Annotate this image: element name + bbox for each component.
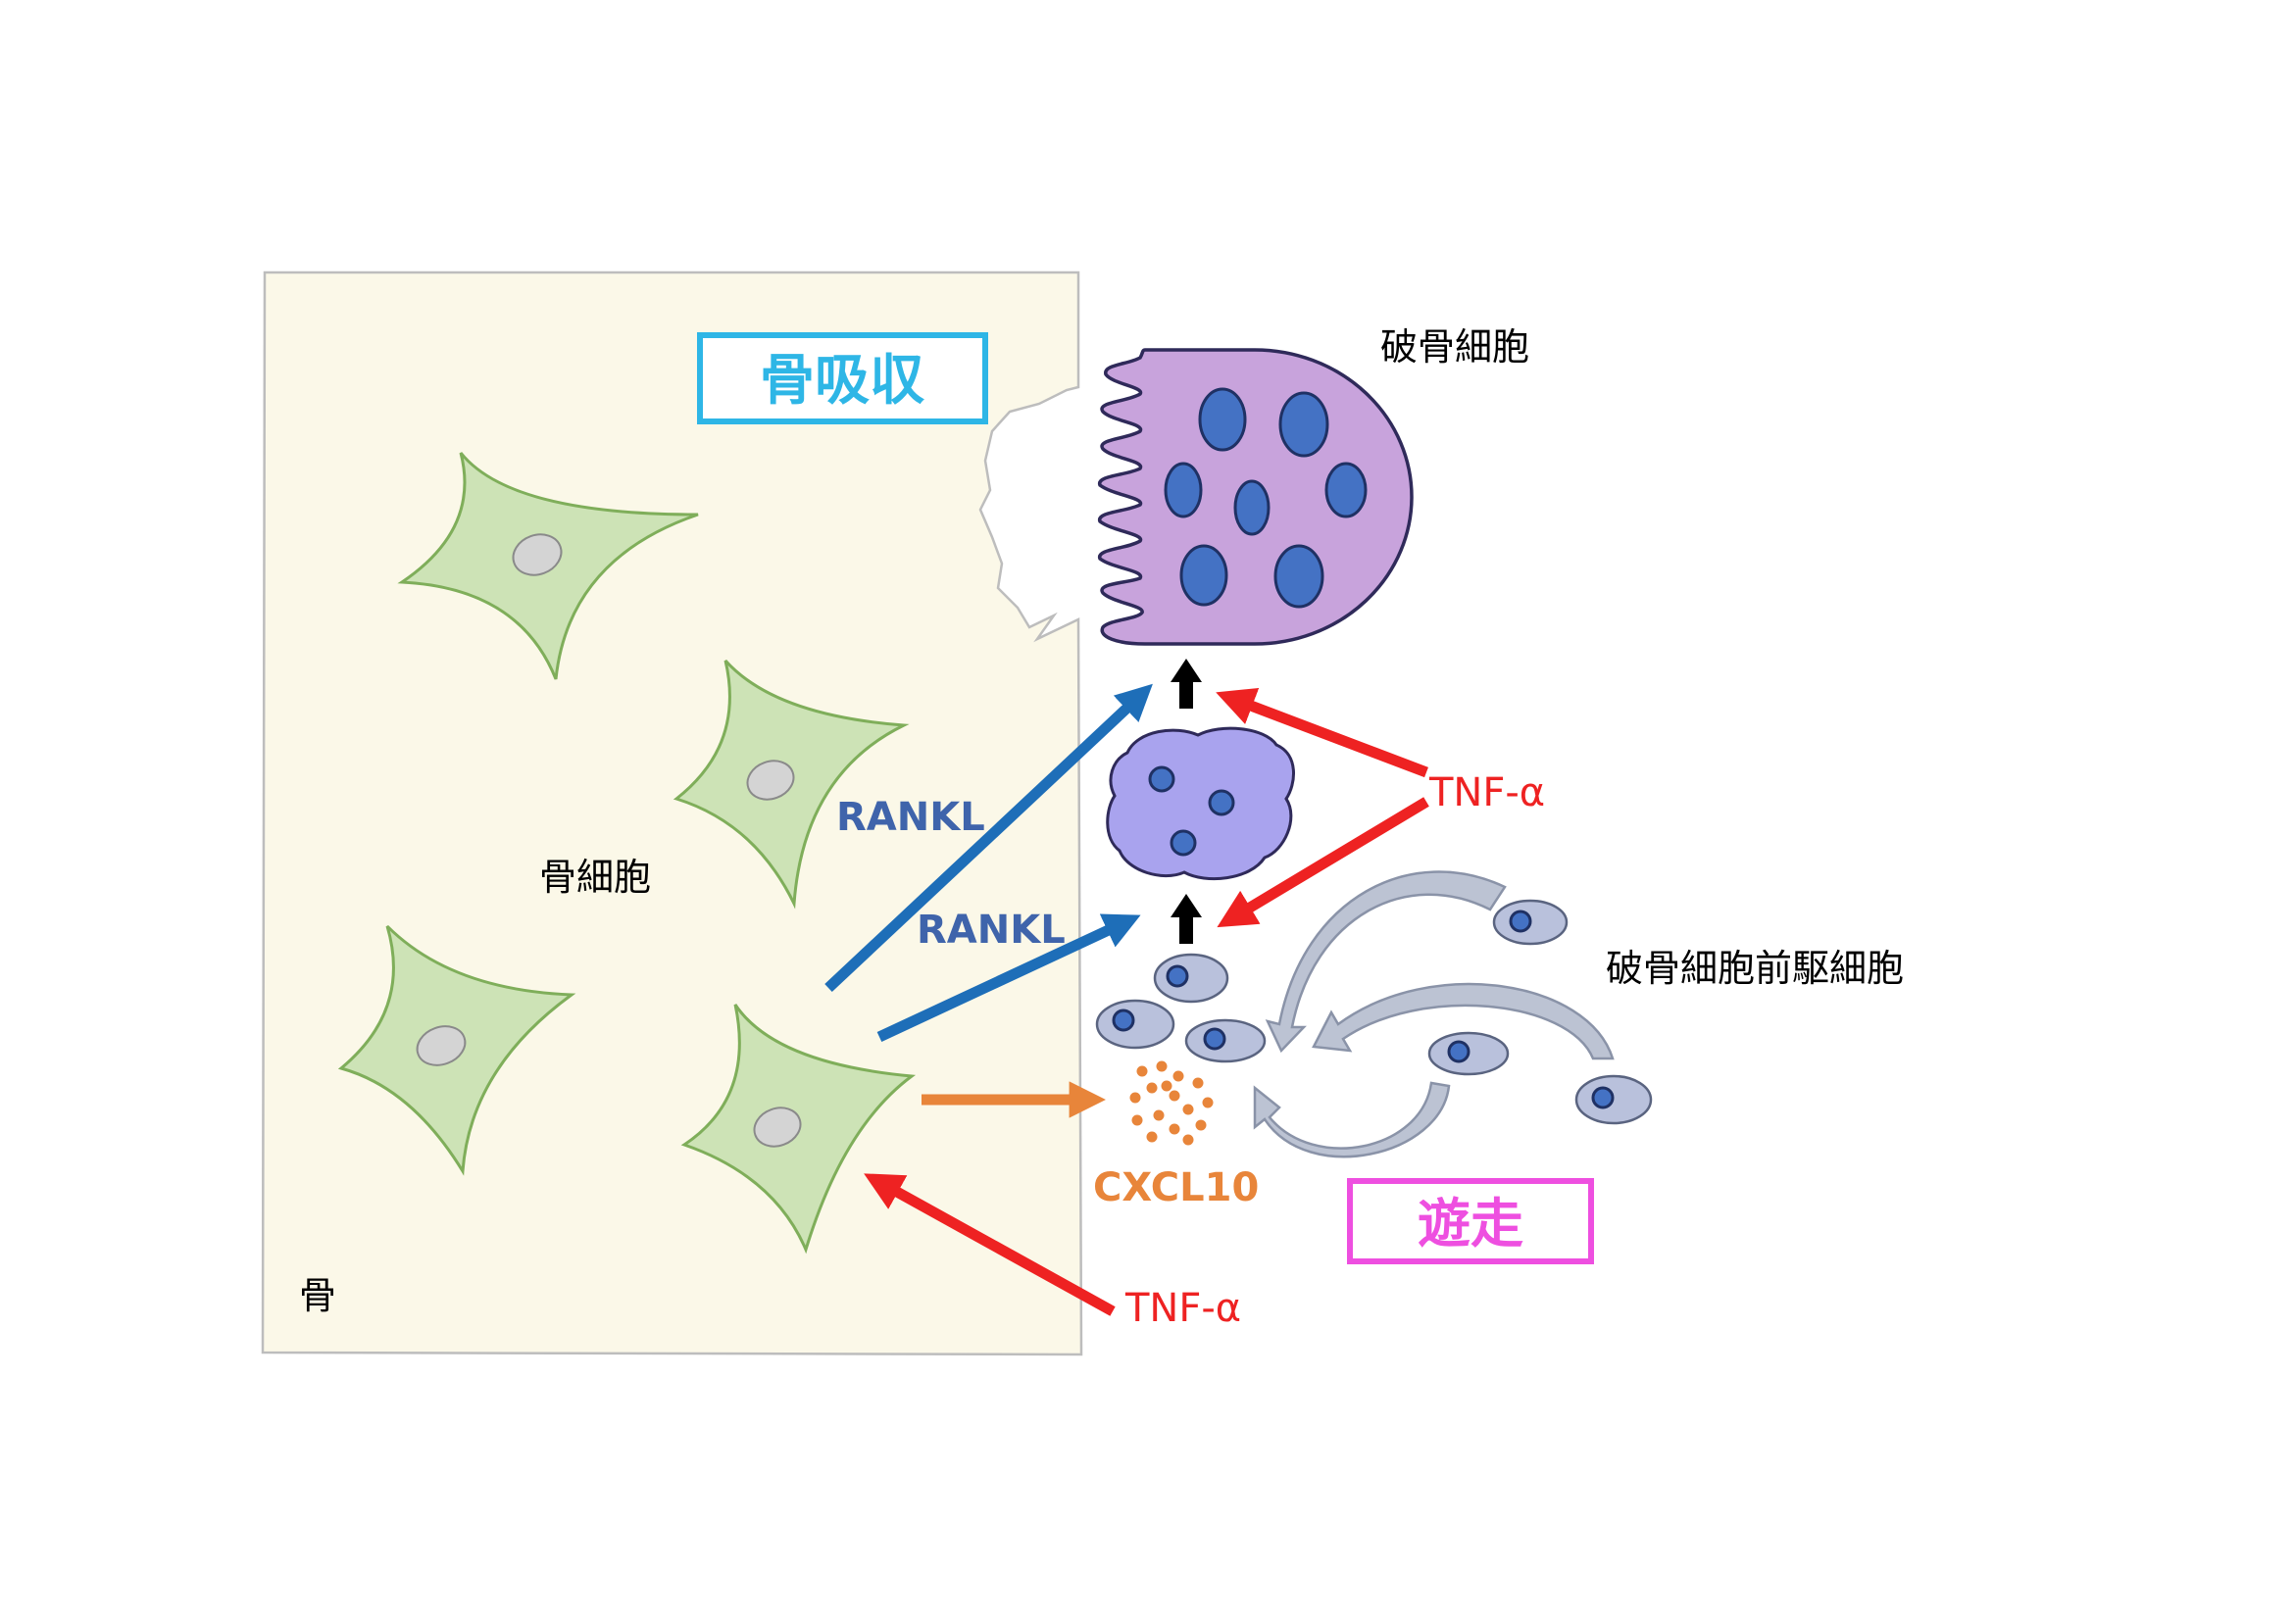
osteocyte-label: 骨細胞 <box>539 856 651 899</box>
bone-resorption-label: 骨吸収 <box>760 349 924 413</box>
migration-arrow <box>1265 870 1507 1054</box>
migration-label: 遊走 <box>1418 1193 1523 1255</box>
osteocyte-cell <box>673 660 910 910</box>
rankl-label: RANKL <box>836 795 985 840</box>
precursor-cell <box>1427 1031 1510 1076</box>
precursor-cell <box>1095 999 1175 1050</box>
osteocyte-cell <box>397 452 699 680</box>
tnf-label: TNF-α <box>1428 770 1545 815</box>
premature-osteoclast-cell <box>1106 726 1296 881</box>
osteoclast-cell <box>1098 348 1414 646</box>
migration-arrow <box>1253 1081 1451 1158</box>
differentiation-arrow <box>1171 894 1202 944</box>
migration-box <box>1347 1178 1594 1264</box>
tnf-label: TNF-α <box>1124 1286 1241 1331</box>
cxcl10-label: CXCL10 <box>1093 1165 1259 1210</box>
osteocyte-cell <box>680 1004 917 1255</box>
migration-arrow <box>1312 982 1615 1060</box>
rankl-arrow <box>824 683 1153 993</box>
differentiation-arrow <box>1171 659 1202 709</box>
precursor-cell <box>1492 899 1569 946</box>
tnf-arrow <box>1216 687 1428 778</box>
osteoclast-label: 破骨細胞 <box>1380 325 1529 369</box>
tnf-arrow <box>864 1173 1116 1316</box>
bone-label: 骨 <box>299 1274 336 1317</box>
precursor-cell <box>1184 1018 1267 1063</box>
rankl-arrow <box>876 913 1141 1042</box>
bone-resorption-box <box>697 332 988 424</box>
tnf-arrow <box>1217 797 1429 928</box>
cxcl10-particles <box>1129 1060 1214 1146</box>
precursor-cell <box>1574 1074 1653 1125</box>
rankl-label: RANKL <box>917 908 1066 953</box>
precursor-label: 破骨細胞前駆細胞 <box>1606 947 1904 990</box>
precursor-cell <box>1153 953 1229 1004</box>
osteocyte-cell <box>337 924 576 1176</box>
